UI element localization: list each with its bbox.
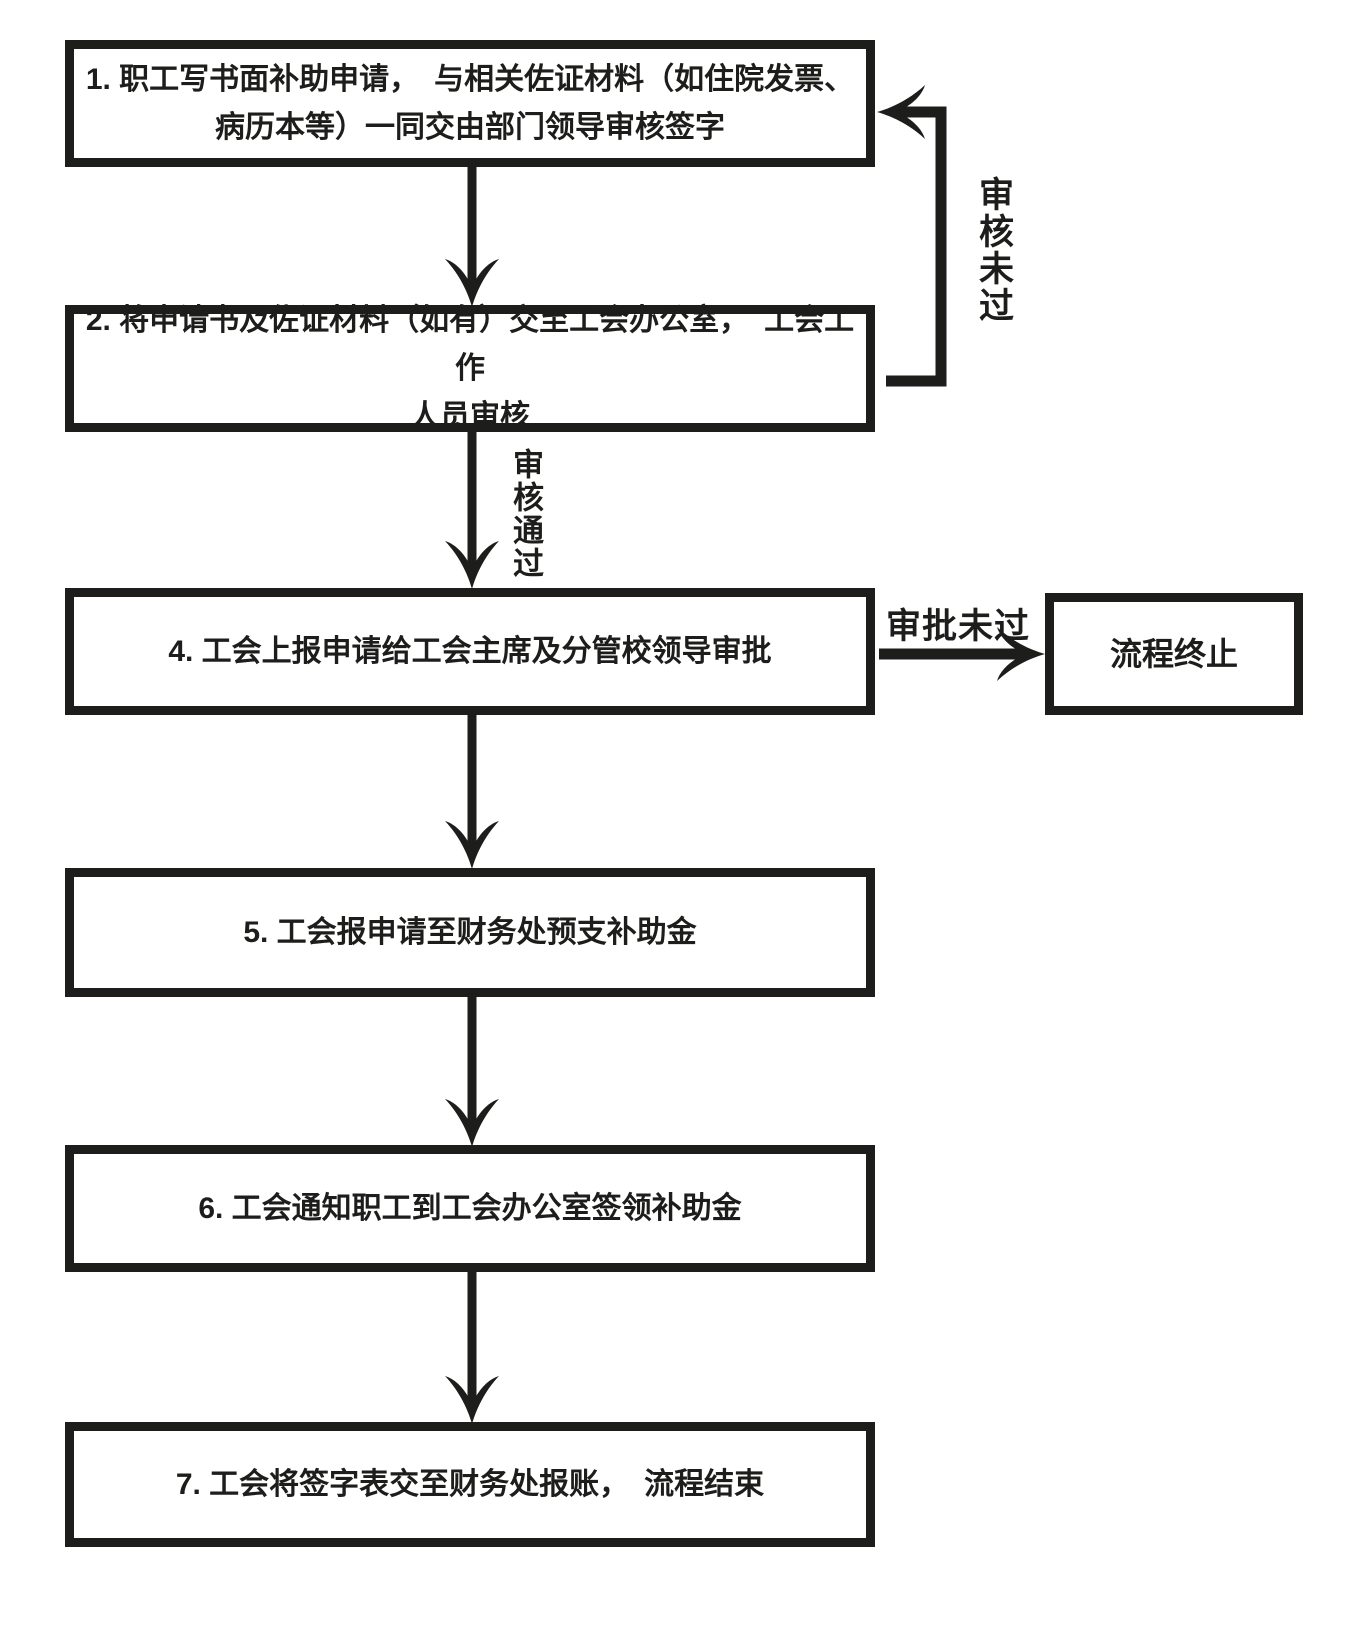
flow-node-step7: 7. 工会将签字表交至财务处报账， 流程结束 — [65, 1422, 875, 1547]
arrow-step6-to-step7 — [445, 1272, 499, 1424]
step4-text: 4. 工会上报申请给工会主席及分管校领导审批 — [168, 634, 772, 668]
flow-node-step1: 1. 职工写书面补助申请， 与相关佐证材料（如住院发票、 病历本等）一同交由部门… — [65, 40, 875, 167]
flow-node-step2: 2. 将申请书及佐证材料（如有）交至工会办公室， 工会工作 人员审核 — [65, 304, 875, 433]
arrow-step4-to-step5 — [445, 715, 499, 869]
edge-label-review-passed: 审核通过 — [508, 448, 543, 580]
terminate-text: 流程终止 — [1109, 636, 1238, 672]
flow-node-step4: 4. 工会上报申请给工会主席及分管校领导审批 — [65, 588, 875, 715]
edge-label-approval-failed: 审批未过 — [886, 607, 1031, 646]
flow-node-step6: 6. 工会通知职工到工会办公室签领补助金 — [65, 1145, 875, 1272]
step6-text: 6. 工会通知职工到工会办公室签领补助金 — [198, 1191, 742, 1225]
step1-line2: 病历本等）一同交由部门领导审核签字 — [215, 110, 725, 144]
step5-text: 5. 工会报申请至财务处预支补助金 — [243, 915, 697, 949]
arrow-review-failed-loop — [877, 85, 947, 387]
arrow-step5-to-step6 — [445, 997, 499, 1147]
step1-line1: 1. 职工写书面补助申请， 与相关佐证材料（如住院发票、 — [85, 62, 855, 96]
flow-node-step5: 5. 工会报申请至财务处预支补助金 — [65, 868, 875, 997]
flow-node-terminate: 流程终止 — [1045, 593, 1303, 715]
step2-line1: 2. 将申请书及佐证材料（如有）交至工会办公室， 工会工作 — [85, 303, 855, 385]
step2-line2: 人员审核 — [410, 399, 530, 433]
edge-label-review-failed: 审核未过 — [974, 176, 1013, 324]
arrow-step2-to-step4 — [445, 432, 499, 589]
step7-text: 7. 工会将签字表交至财务处报账， 流程结束 — [175, 1467, 765, 1501]
arrow-step1-to-step2 — [445, 165, 499, 307]
